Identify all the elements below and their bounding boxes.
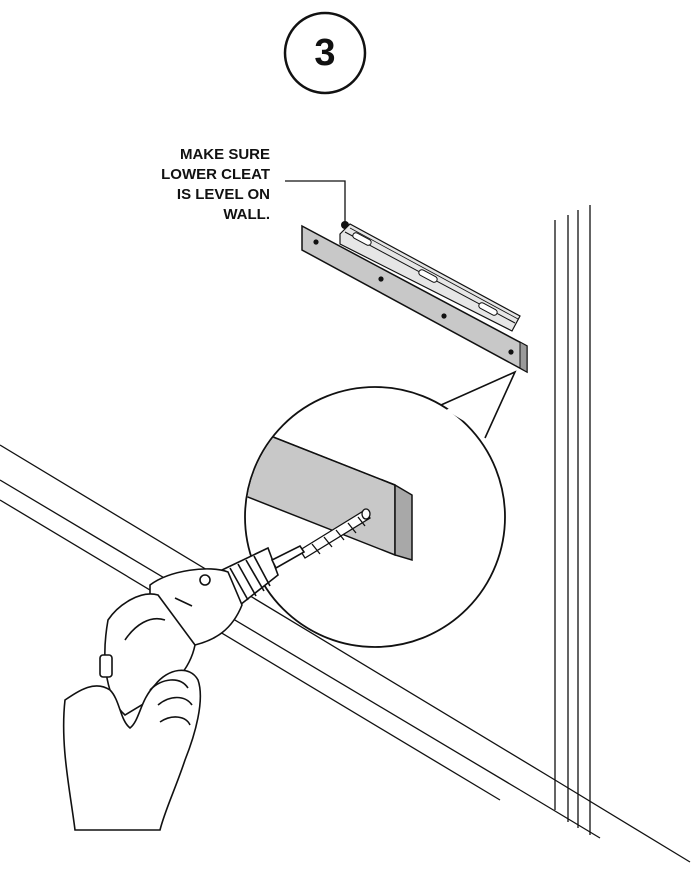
drill-bit-icon xyxy=(299,508,371,559)
step-circle xyxy=(283,11,367,95)
callout-line: MAKE SURE xyxy=(179,146,270,163)
callout-line: WALL. xyxy=(223,206,270,223)
callout-leader xyxy=(285,180,346,223)
cleat-icon xyxy=(301,223,528,374)
wall-lines xyxy=(0,205,691,863)
step-number: 3 xyxy=(314,31,336,74)
drill-icon xyxy=(99,544,306,716)
hand-icon xyxy=(62,669,202,831)
callout-line: IS LEVEL ON xyxy=(176,186,270,203)
level-callout: MAKE SURE LOWER CLEAT IS LEVEL ON WALL. xyxy=(100,145,270,225)
callout-line: LOWER CLEAT xyxy=(161,166,270,183)
detail-magnifier xyxy=(244,370,517,648)
